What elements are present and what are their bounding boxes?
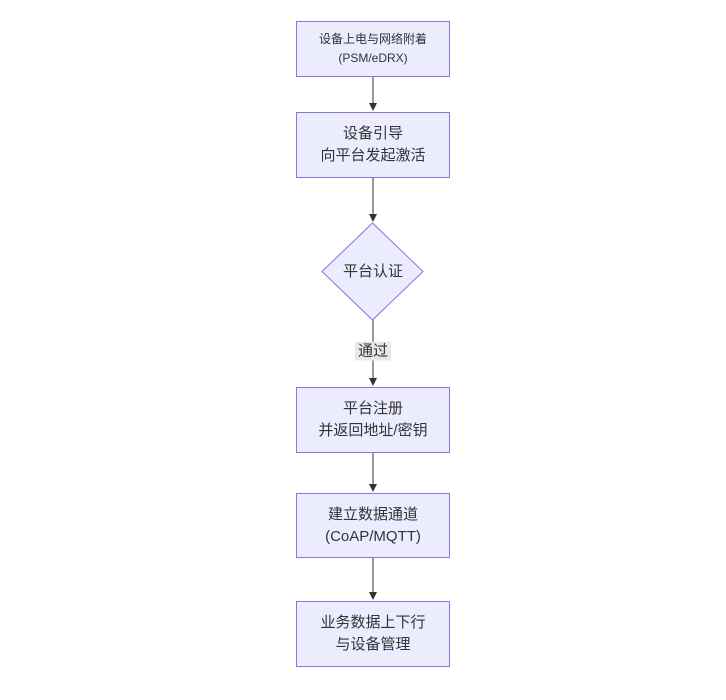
node-power-on-network-attach: 设备上电与网络附着 (PSM/eDRX) — [296, 21, 450, 77]
node-label-line: 设备引导 — [342, 125, 403, 142]
node-label-line: 业务数据上下行 — [320, 614, 426, 631]
node-platform-register: 平台注册 并返回地址/密钥 — [296, 387, 450, 453]
node-data-channel: 建立数据通道 (CoAP/MQTT) — [296, 493, 450, 558]
node-label-line: (PSM/eDRX) — [338, 51, 408, 65]
node-label-line: 与设备管理 — [335, 636, 411, 653]
node-label-line: 平台注册 — [342, 400, 403, 417]
edge-label-pass: 通过 — [354, 341, 392, 361]
node-label-line: 建立数据通道 — [327, 505, 418, 523]
decision-platform-auth-label: 平台认证 — [342, 263, 404, 280]
node-label-line: 设备上电与网络附着 — [318, 32, 427, 46]
node-label-line: (CoAP/MQTT) — [325, 527, 421, 545]
node-label-line: 并返回地址/密钥 — [318, 422, 428, 439]
node-business-data: 业务数据上下行 与设备管理 — [296, 601, 450, 667]
node-device-bootstrap: 设备引导 向平台发起激活 — [296, 112, 450, 178]
node-label-line: 向平台发起激活 — [320, 147, 426, 164]
decision-diamond-shape — [321, 222, 424, 321]
